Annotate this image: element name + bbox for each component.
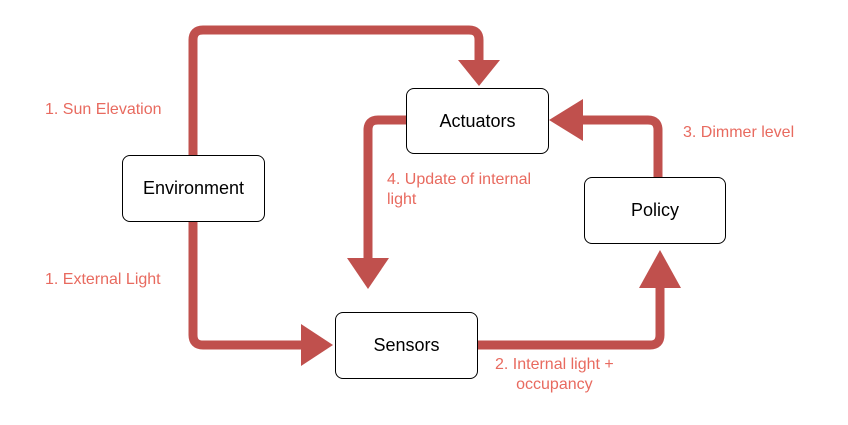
arrowhead-sensors-top: [347, 258, 389, 289]
arrowhead-actuators-top: [458, 60, 500, 86]
environment-node: Environment: [122, 155, 265, 222]
policy-node: Policy: [584, 177, 726, 244]
arrowhead-policy-bottom: [639, 250, 681, 288]
arrowhead-actuators-right: [549, 99, 583, 141]
label-internal-light-occupancy-line2: occupancy: [516, 376, 593, 393]
arrow-sun-elevation: [188, 25, 484, 155]
arrow-update-internal-light: [363, 115, 407, 262]
arrow-external-light: [188, 222, 305, 350]
arrow-internal-light-occupancy: [478, 285, 665, 350]
label-update-internal-light-line2: light: [387, 191, 417, 208]
label-internal-light-occupancy: 2. Internal light + occupancy: [495, 355, 614, 395]
sensors-node: Sensors: [335, 312, 478, 379]
actuators-node: Actuators: [406, 88, 549, 154]
label-update-internal-light: 4. Update of internal light: [387, 170, 531, 210]
label-dimmer-level: 3. Dimmer level: [683, 124, 795, 141]
label-update-internal-light-line1: 4. Update of internal: [387, 171, 532, 188]
label-internal-light-occupancy-line1: 2. Internal light +: [495, 356, 614, 373]
label-external-light: 1. External Light: [45, 271, 161, 288]
label-sun-elevation: 1. Sun Elevation: [45, 101, 162, 118]
arrowhead-sensors-left: [301, 324, 333, 366]
arrow-dimmer-level: [580, 115, 663, 177]
